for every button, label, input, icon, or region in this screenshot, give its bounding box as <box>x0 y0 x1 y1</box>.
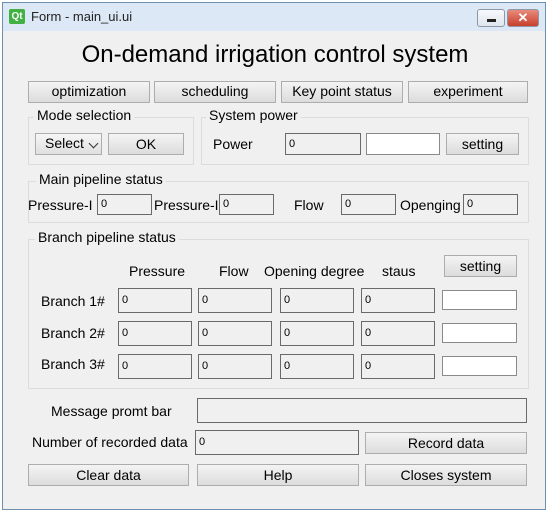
system-power-group <box>201 117 529 165</box>
branch-2-label: Branch 2# <box>41 325 105 341</box>
clear-data-button[interactable]: Clear data <box>28 464 189 486</box>
main-pressure-1-label: Pressure-I <box>28 197 93 213</box>
branch-3-pressure-field[interactable]: 0 <box>118 354 192 379</box>
main-opening-field[interactable]: 0 <box>463 194 518 215</box>
branch-2-pressure-field[interactable]: 0 <box>118 321 192 346</box>
branch-2-opening-field[interactable]: 0 <box>280 321 354 346</box>
branch-1-label: Branch 1# <box>41 293 105 309</box>
title-bar: Qt Form - main_ui.ui ✕ <box>3 3 545 31</box>
power-setting-button[interactable]: setting <box>446 133 519 155</box>
power-value-field[interactable]: 0 <box>285 133 361 155</box>
branch-1-pressure-field[interactable]: 0 <box>118 288 192 313</box>
main-window: Qt Form - main_ui.ui ✕ On-demand irrigat… <box>2 2 546 510</box>
main-pipeline-group <box>28 181 529 223</box>
main-opening-label: Openging <box>400 197 461 213</box>
branch-pipeline-group <box>28 239 529 389</box>
branch-header-opening-degree: Opening degree <box>264 263 365 279</box>
message-prompt-field[interactable] <box>197 398 527 423</box>
main-pressure-1-field[interactable]: 0 <box>97 194 152 215</box>
branch-1-status-field[interactable]: 0 <box>361 288 435 313</box>
qt-logo-icon: Qt <box>9 9 25 24</box>
tab-optimization[interactable]: optimization <box>28 81 150 103</box>
tab-key-point-status[interactable]: Key point status <box>281 81 403 103</box>
branch-3-flow-field[interactable]: 0 <box>198 354 272 379</box>
branch-3-opening-field[interactable]: 0 <box>280 354 354 379</box>
branch-1-flow-field[interactable]: 0 <box>198 288 272 313</box>
closes-system-button[interactable]: Closes system <box>365 464 527 486</box>
help-button[interactable]: Help <box>197 464 359 486</box>
branch-setting-button[interactable]: setting <box>444 255 517 277</box>
branch-3-label: Branch 3# <box>41 356 105 372</box>
branch-1-input[interactable] <box>442 290 517 310</box>
minimize-icon[interactable] <box>477 9 505 27</box>
window-title: Form - main_ui.ui <box>31 9 133 24</box>
chevron-down-icon <box>88 138 99 149</box>
main-flow-label: Flow <box>294 197 324 213</box>
close-icon[interactable]: ✕ <box>507 9 539 27</box>
recorded-data-field[interactable]: 0 <box>195 430 359 455</box>
branch-header-pressure: Pressure <box>129 263 186 279</box>
branch-header-status: staus <box>382 263 416 279</box>
main-flow-field[interactable]: 0 <box>341 194 396 215</box>
branch-2-flow-field[interactable]: 0 <box>198 321 272 346</box>
message-prompt-label: Message promt bar <box>51 403 172 419</box>
tab-experiment[interactable]: experiment <box>408 81 528 103</box>
main-pressure-2-label: Pressure-I <box>154 197 219 213</box>
ok-button[interactable]: OK <box>108 133 184 155</box>
tab-scheduling[interactable]: scheduling <box>154 81 276 103</box>
branch-pipeline-label: Branch pipeline status <box>35 229 179 245</box>
mode-select[interactable]: Select <box>35 133 102 155</box>
power-input[interactable] <box>366 133 440 155</box>
branch-1-opening-field[interactable]: 0 <box>280 288 354 313</box>
mode-select-value: Select <box>45 135 84 151</box>
branch-header-flow: Flow <box>219 263 249 279</box>
branch-3-status-field[interactable]: 0 <box>361 354 435 379</box>
record-data-button[interactable]: Record data <box>365 432 527 454</box>
main-pipeline-label: Main pipeline status <box>36 171 166 187</box>
system-power-label: System power <box>206 107 301 123</box>
power-label: Power <box>213 136 253 152</box>
branch-2-status-field[interactable]: 0 <box>361 321 435 346</box>
recorded-data-label: Number of recorded data <box>32 434 188 450</box>
branch-2-input[interactable] <box>442 323 517 343</box>
branch-3-input[interactable] <box>442 356 517 376</box>
mode-selection-label: Mode selection <box>34 107 135 123</box>
app-heading: On-demand irrigation control system <box>81 41 469 68</box>
close-glyph: ✕ <box>517 10 529 25</box>
main-pressure-2-field[interactable]: 0 <box>219 194 274 215</box>
